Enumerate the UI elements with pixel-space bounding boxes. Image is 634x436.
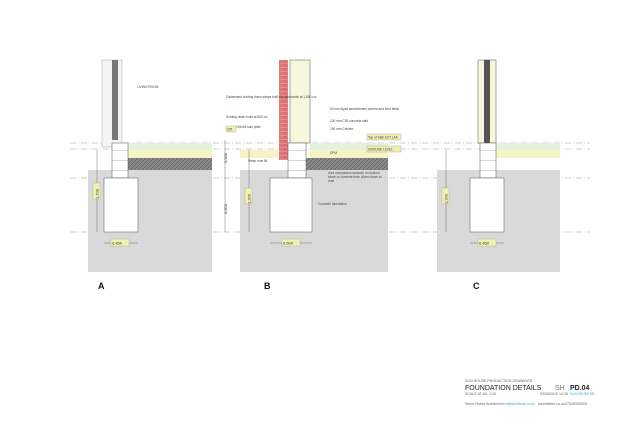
note: Holding down bolts at 600 c/c xyxy=(226,115,268,119)
concrete-foundation xyxy=(269,177,313,233)
phone: 07545000000 xyxy=(565,402,587,406)
dim-width: 0,450 xyxy=(479,241,490,246)
project-name: SUN HOUSE PRODUCTION DRAWINGS xyxy=(465,379,533,383)
note: 50 mm liquid sand/cement screed and floo… xyxy=(330,107,400,111)
scale: SCALE AT A3: 1:20 xyxy=(465,392,496,396)
dim-depth: 1,200 xyxy=(95,188,100,199)
dim-width: 0,450 xyxy=(112,241,123,246)
blockwork xyxy=(287,142,307,179)
blockwork xyxy=(479,142,497,179)
dim-lower: 0,600 xyxy=(223,203,228,214)
window-frame xyxy=(484,60,490,143)
insulation xyxy=(122,150,212,158)
architect: Steve Fisher Architect xyxy=(465,402,500,406)
dim-upper: 0,300 xyxy=(223,152,228,163)
dim-depth: 1,200 xyxy=(247,193,252,204)
section-c: 1,200 0,450 C xyxy=(437,59,560,291)
note: 7x5x45 sole plate xyxy=(236,125,261,129)
date: 03/08/2019 14:36 xyxy=(540,392,568,396)
note: 100 mm C35 concrete slab xyxy=(330,119,368,123)
section-label-c: C xyxy=(473,281,480,291)
tag-ground-level: GROUND LEVEL xyxy=(368,148,393,152)
dim-width: 0,600 xyxy=(283,241,294,246)
note: Well compacted hardcore of crushed stone… xyxy=(328,172,382,183)
ground xyxy=(240,170,388,272)
hardcore xyxy=(306,158,388,170)
section-label-a: A xyxy=(98,281,105,291)
drawing-title: FOUNDATION DETAILS xyxy=(465,385,542,392)
window-frame xyxy=(112,60,118,140)
slab xyxy=(122,143,212,150)
revision: SUN HOUSE DR xyxy=(570,392,595,396)
brick-cladding xyxy=(279,60,288,160)
note: Galvanised holding down straps built int… xyxy=(226,95,317,99)
note: Weep hole fill xyxy=(248,159,267,163)
section-b: Top of Slab EXT LAK GROUND LEVEL 225 0,3… xyxy=(223,59,402,291)
note: Concrete foundation xyxy=(318,202,347,206)
title-block: SUN HOUSE PRODUCTION DRAWINGS FOUNDATION… xyxy=(465,379,595,406)
insulation xyxy=(310,150,388,158)
note: 150 mm Celotex xyxy=(330,127,354,131)
timber-frame-wall xyxy=(289,59,311,144)
room-label: LIVING ROOM xyxy=(137,85,159,89)
level-mark: 225 xyxy=(227,128,233,132)
dim-depth: 1,200 xyxy=(444,193,449,204)
concrete-foundation xyxy=(469,177,505,233)
note: DPM xyxy=(330,151,337,155)
sheet-prefix: SH xyxy=(555,385,565,392)
tag-top-of-slab: Top of Slab EXT LAK xyxy=(368,136,399,140)
concrete-foundation xyxy=(103,177,139,233)
email-link[interactable]: steve@stevefisher.co.uk xyxy=(500,402,535,406)
slab xyxy=(310,143,388,150)
section-a: LIVING ROOM 1,200 0,450 A xyxy=(88,59,212,291)
website[interactable]: stevefisher.co.uk xyxy=(538,402,565,406)
sheet-number: PD.04 xyxy=(570,385,590,392)
blockwork xyxy=(111,142,129,179)
section-label-b: B xyxy=(264,281,271,291)
hardcore xyxy=(128,158,212,170)
section-b-notes: Galvanised holding down straps built int… xyxy=(226,95,400,206)
